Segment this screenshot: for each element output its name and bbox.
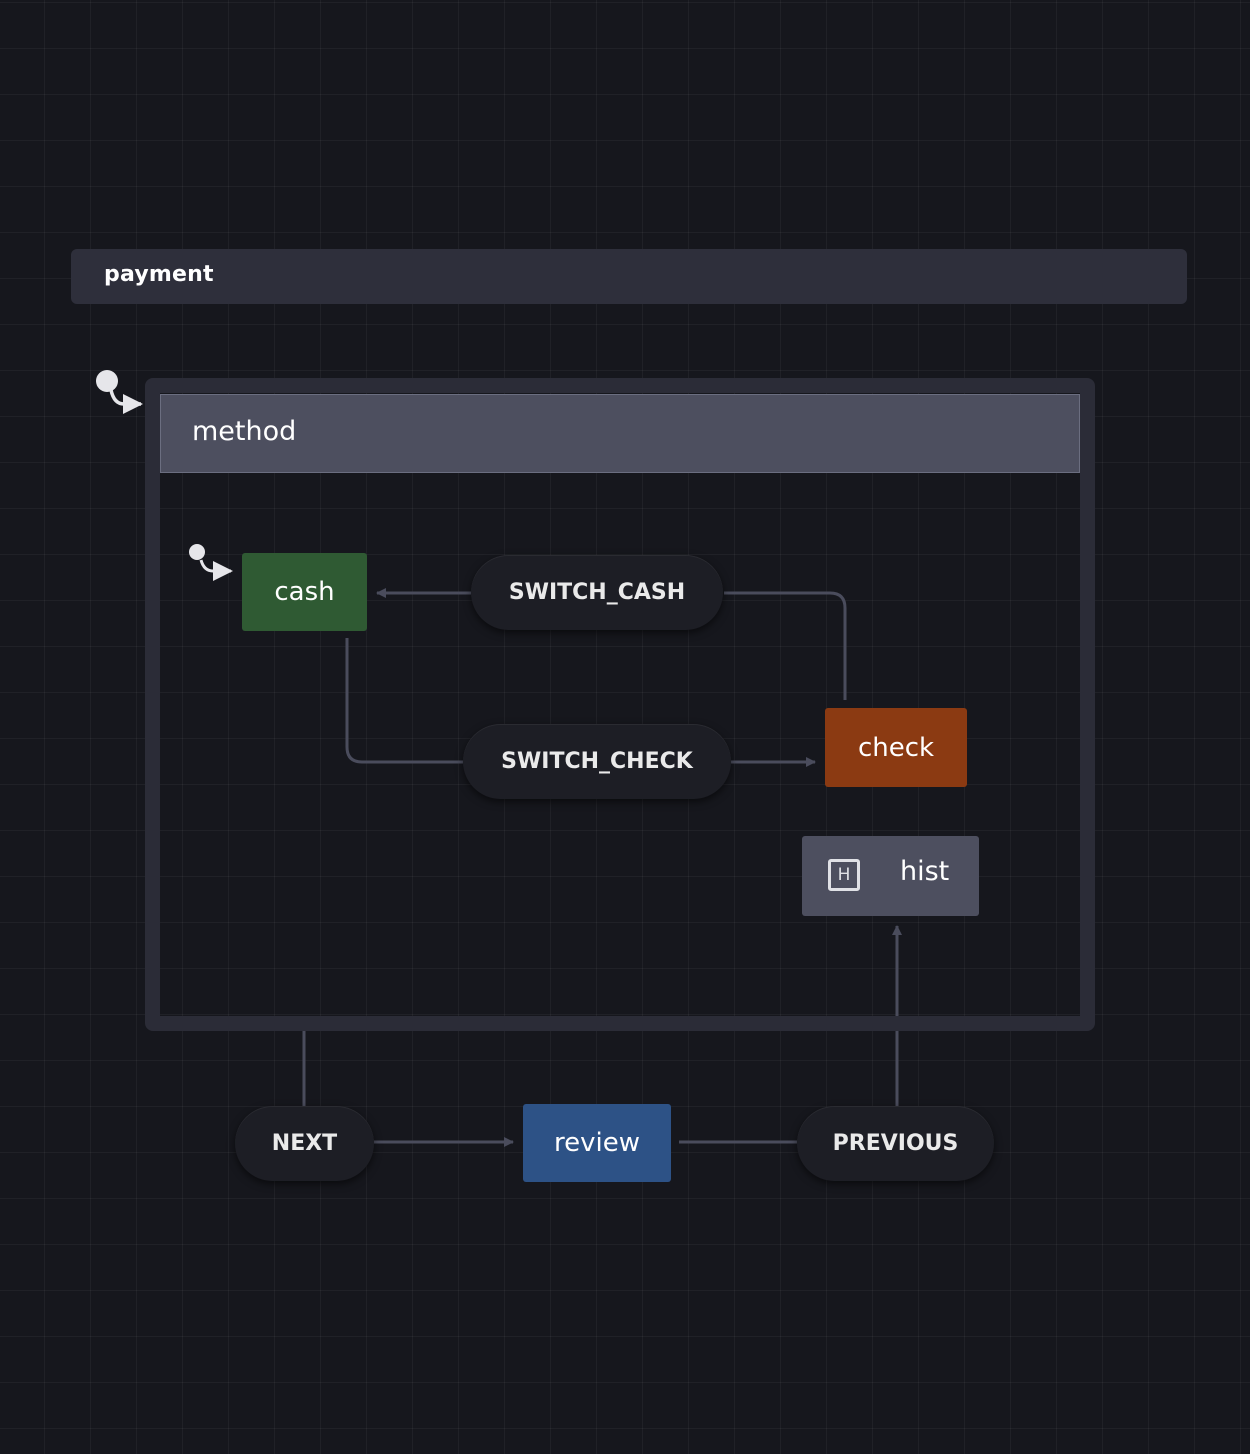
initial-marker-method xyxy=(96,370,143,414)
edge-check-switch-cash xyxy=(724,591,847,700)
state-hist-label: hist xyxy=(900,856,950,887)
state-method-title: method xyxy=(192,416,297,447)
state-method-frame[interactable] xyxy=(145,378,1095,1031)
event-previous[interactable]: PREVIOUS xyxy=(797,1106,994,1181)
edge-cash-switch-check xyxy=(345,638,463,764)
state-hist[interactable]: H hist xyxy=(802,836,979,916)
state-cash[interactable]: cash xyxy=(242,553,367,631)
state-method-header[interactable] xyxy=(160,394,1080,473)
state-review[interactable]: review xyxy=(523,1104,671,1182)
event-switch-cash[interactable]: SWITCH_CASH xyxy=(471,555,723,630)
initial-marker-cash xyxy=(189,544,233,581)
history-icon: H xyxy=(828,859,860,891)
state-check[interactable]: check xyxy=(825,708,967,787)
event-switch-check[interactable]: SWITCH_CHECK xyxy=(463,724,731,799)
root-state-title: payment xyxy=(104,262,214,287)
event-next[interactable]: NEXT xyxy=(235,1106,374,1181)
root-state-header[interactable] xyxy=(71,249,1187,304)
